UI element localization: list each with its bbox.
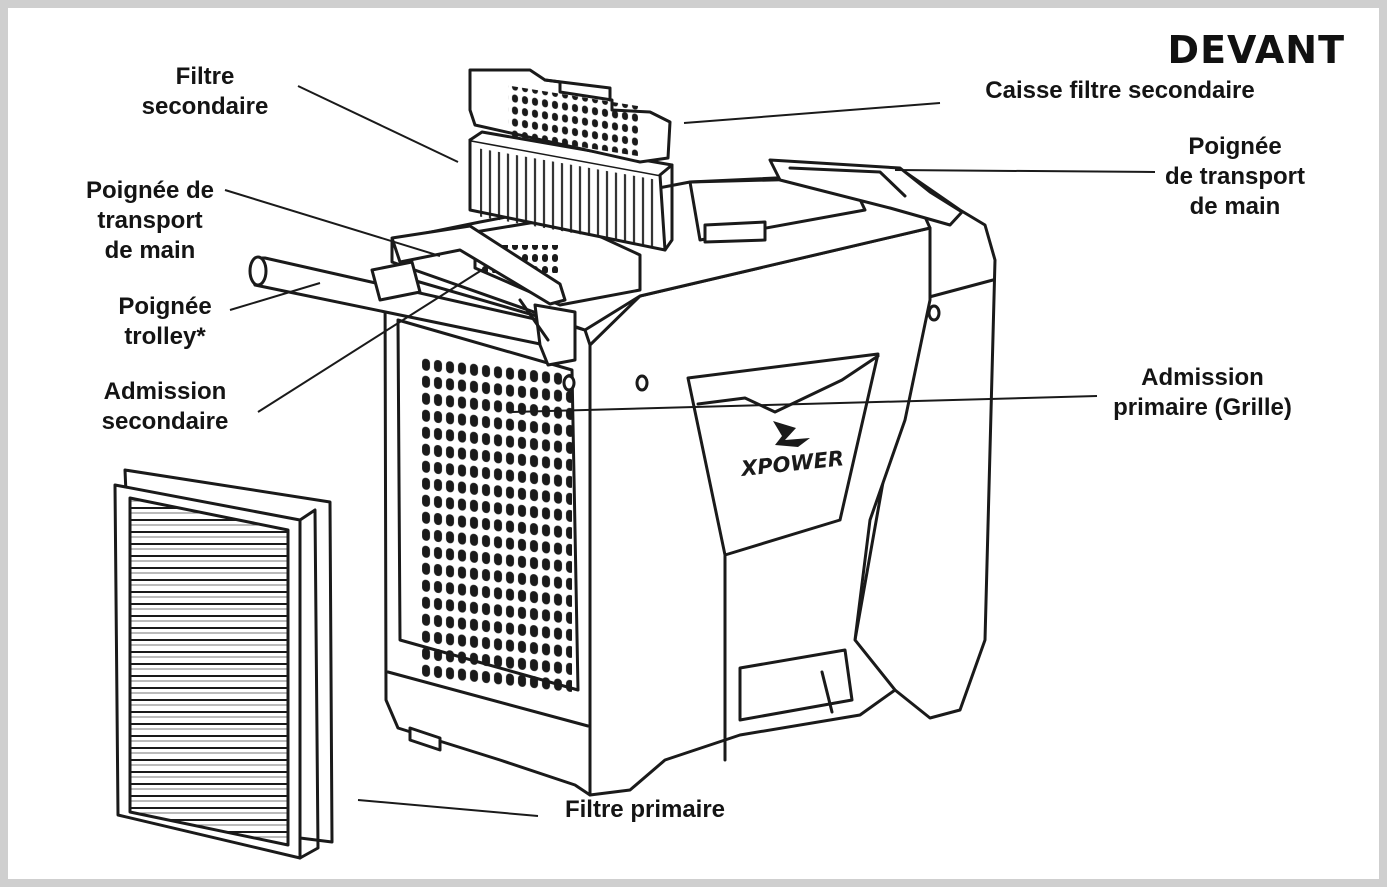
label-admission-secondaire: Admission secondaire [101, 378, 229, 435]
side-panel [853, 170, 997, 720]
leader-poignee-droite [894, 169, 1156, 173]
label-poignee-trolley: Poignée trolley* [118, 293, 212, 350]
leader-filtre-primaire [357, 799, 539, 817]
carry-handle-right-shape [768, 158, 964, 227]
label-caisse-filtre: Caisse filtre secondaire [985, 77, 1255, 104]
leader-poignee-gauche [224, 189, 441, 257]
primary-filter-shape [113, 468, 334, 860]
label-admission-primaire: Admission primaire (Grille) [1113, 364, 1292, 421]
label-poignee-transport-gauche: Poignée de transport de main [85, 177, 215, 264]
leader-filtre-secondaire [297, 85, 459, 163]
leader-admission-primaire [511, 395, 1098, 413]
label-filtre-secondaire: Filtre secondaire [141, 63, 269, 120]
carry-handle-left-shape [390, 224, 567, 306]
label-filtre-primaire: Filtre primaire [564, 796, 726, 823]
label-poignee-transport-droite: Poignée de transport de main [1164, 133, 1305, 220]
leader-caisse-filtre [683, 102, 941, 124]
leader-trolley [229, 282, 321, 311]
diagram-title: DEVANT [1167, 28, 1345, 72]
leader-admission-secondaire [257, 267, 486, 413]
